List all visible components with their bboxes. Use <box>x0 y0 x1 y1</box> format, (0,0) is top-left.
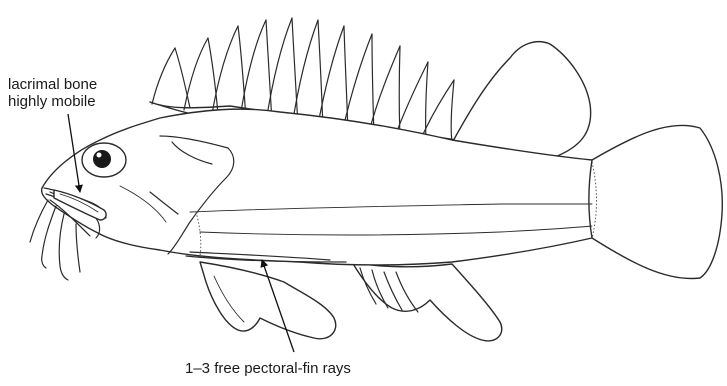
pelvic-fin <box>200 262 336 339</box>
eye-pupil <box>93 150 111 168</box>
caudal-fin <box>588 125 723 278</box>
lacrimal-label-line1: lacrimal bone <box>8 76 97 93</box>
anal-fin <box>352 262 502 341</box>
lacrimal-label-line2: highly mobile <box>8 93 96 110</box>
pectoral-label: 1–3 free pectoral-fin rays <box>185 360 351 377</box>
